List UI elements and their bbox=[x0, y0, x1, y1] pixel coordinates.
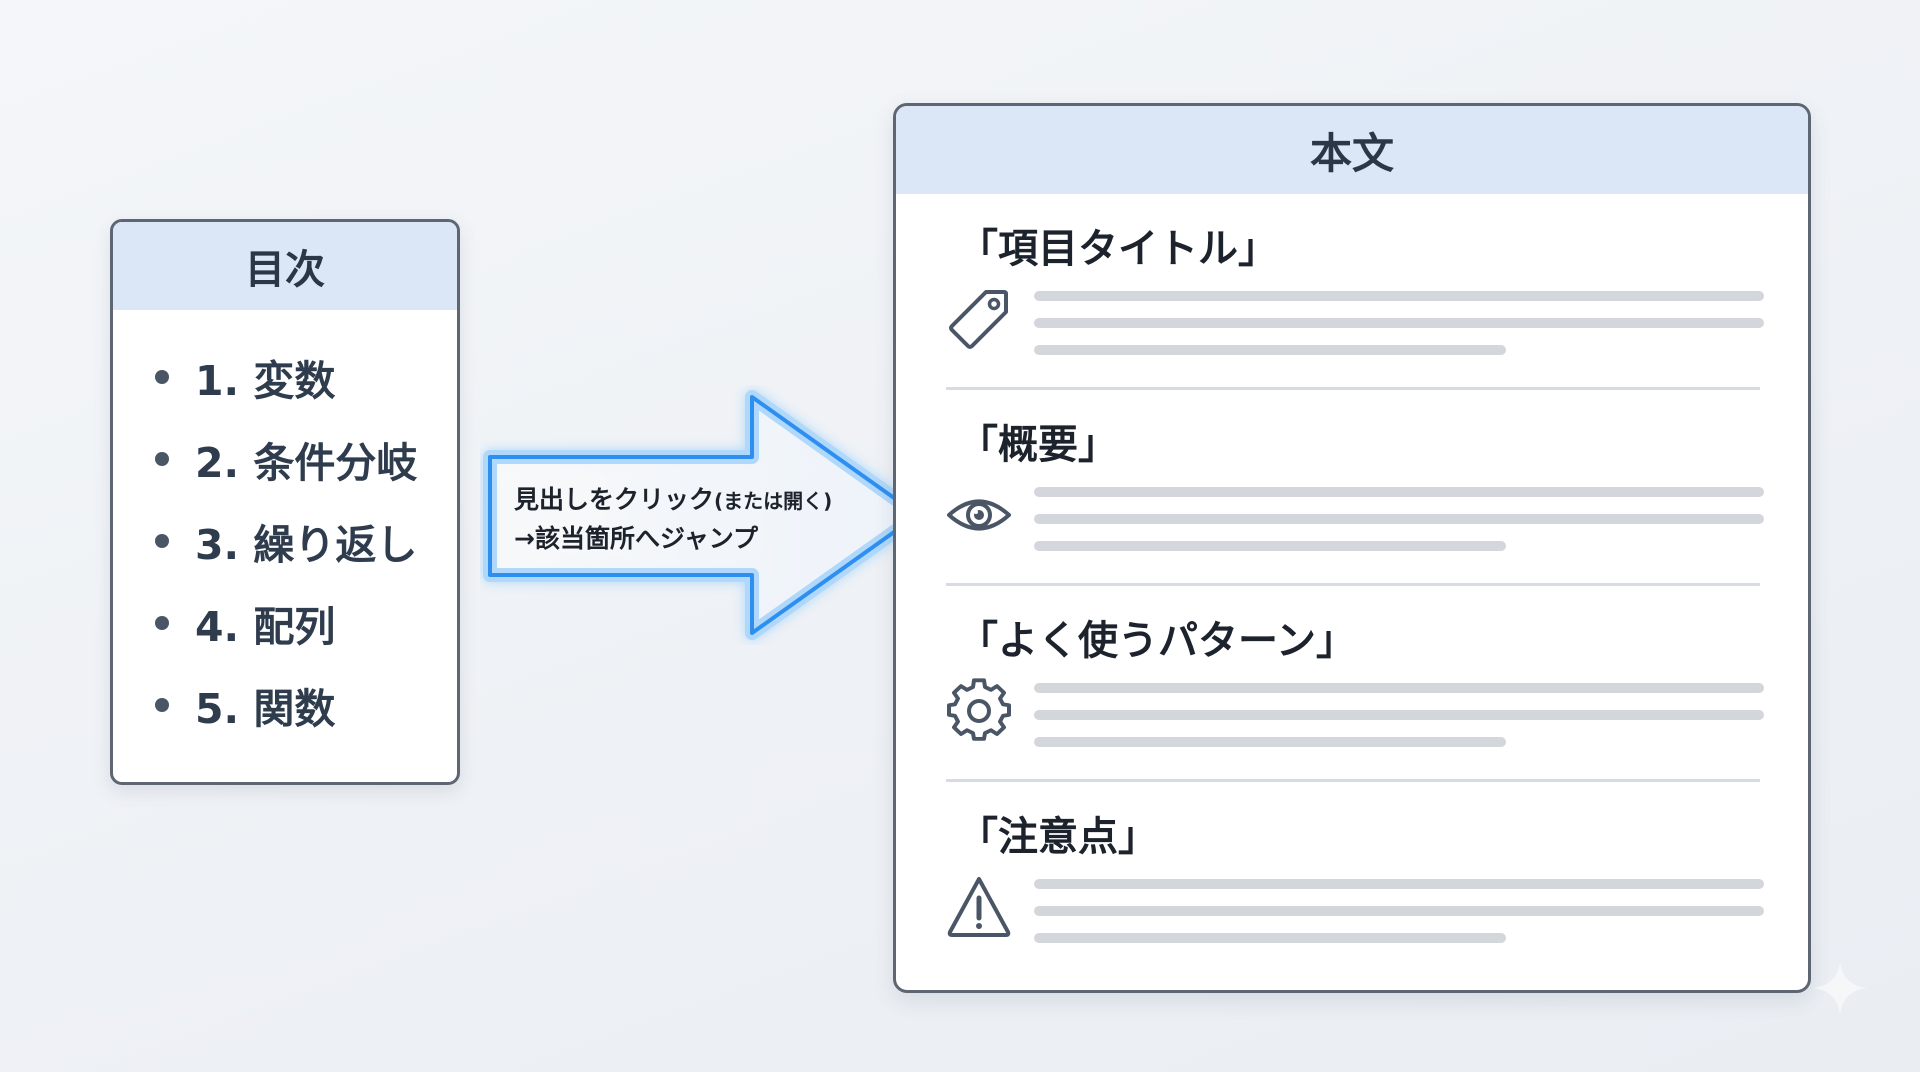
toc-item-label: 3. 繰り返し bbox=[195, 521, 418, 569]
placeholder-line bbox=[1034, 345, 1506, 355]
section-heading: 「項目タイトル」 bbox=[958, 226, 1278, 272]
bullet-icon bbox=[155, 698, 169, 712]
placeholder-line bbox=[1034, 487, 1764, 497]
bullet-icon bbox=[155, 452, 169, 466]
sparkle-icon bbox=[1814, 962, 1866, 1014]
toc-item-conditionals[interactable]: 2. 条件分岐 bbox=[155, 418, 457, 500]
placeholder-line bbox=[1034, 737, 1506, 747]
arrow-caption-line2: →該当箇所へジャンプ bbox=[514, 524, 758, 553]
toc-item-label: 4. 配列 bbox=[195, 603, 336, 651]
toc-item-label: 1. 変数 bbox=[195, 357, 336, 405]
toc-panel: 目次 1. 変数 2. 条件分岐 3. 繰り返し 4. 配列 5. 関数 bbox=[110, 219, 460, 785]
section-heading: 「よく使うパターン」 bbox=[958, 618, 1356, 664]
toc-item-variables[interactable]: 1. 変数 bbox=[155, 336, 457, 418]
toc-item-arrays[interactable]: 4. 配列 bbox=[155, 582, 457, 664]
section-overview[interactable]: 「概要」 bbox=[946, 390, 1764, 586]
warning-icon bbox=[947, 877, 1011, 937]
placeholder-line bbox=[1034, 906, 1764, 916]
placeholder-line bbox=[1034, 318, 1764, 328]
section-heading: 「注意点」 bbox=[958, 814, 1158, 860]
bullet-icon bbox=[155, 370, 169, 384]
gear-icon bbox=[947, 678, 1011, 741]
toc-item-label: 2. 条件分岐 bbox=[195, 439, 418, 487]
toc-item-loops[interactable]: 3. 繰り返し bbox=[155, 500, 457, 582]
bullet-icon bbox=[155, 534, 169, 548]
arrow-caption-line1: 見出しをクリック(または開く) bbox=[514, 481, 914, 520]
placeholder-line bbox=[1034, 541, 1506, 551]
tag-icon bbox=[949, 290, 1008, 349]
placeholder-line bbox=[1034, 514, 1764, 524]
toc-item-label: 5. 関数 bbox=[195, 685, 336, 733]
arrow-caption: 見出しをクリック(または開く) →該当箇所へジャンプ bbox=[514, 481, 914, 558]
placeholder-line bbox=[1034, 879, 1764, 889]
arrow-caption-note: (または開く) bbox=[714, 489, 833, 513]
placeholder-line bbox=[1034, 683, 1764, 693]
placeholder-line bbox=[1034, 710, 1764, 720]
toc-list: 1. 変数 2. 条件分岐 3. 繰り返し 4. 配列 5. 関数 bbox=[113, 310, 457, 746]
section-heading: 「概要」 bbox=[958, 422, 1118, 468]
arrow-caption-main: 見出しをクリック bbox=[514, 485, 715, 514]
toc-item-functions[interactable]: 5. 関数 bbox=[155, 664, 457, 746]
section-common-patterns[interactable]: 「よく使うパターン」 bbox=[946, 586, 1764, 782]
jump-arrow: 見出しをクリック(または開く) →該当箇所へジャンプ bbox=[480, 385, 930, 645]
bullet-icon bbox=[155, 616, 169, 630]
section-cautions[interactable]: 「注意点」 bbox=[946, 782, 1764, 978]
toc-title: 目次 bbox=[113, 222, 457, 310]
body-panel: 本文 「項目タイトル」 「概要」 「よく使うパターン」 bbox=[893, 103, 1811, 993]
arrow-right-icon bbox=[483, 390, 925, 640]
placeholder-line bbox=[1034, 933, 1506, 943]
body-title: 本文 bbox=[896, 106, 1808, 194]
placeholder-line bbox=[1034, 291, 1764, 301]
eye-icon bbox=[947, 499, 1011, 531]
section-item-title[interactable]: 「項目タイトル」 bbox=[946, 194, 1764, 390]
